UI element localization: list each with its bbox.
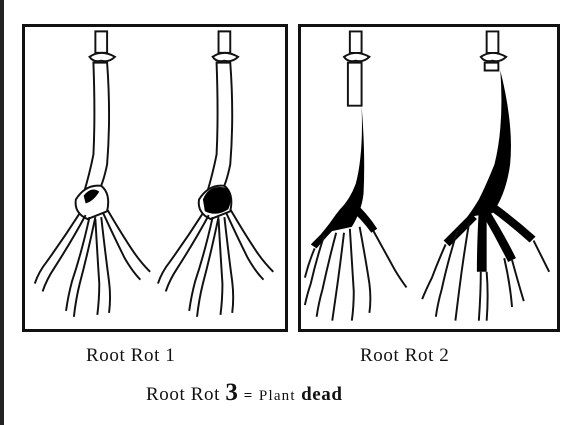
- root-rot-1-illustration: [25, 27, 285, 329]
- plant-left: [305, 31, 407, 320]
- caption-root-rot-1: Root Rot 1: [86, 345, 175, 367]
- caption-plant-word: Plant: [259, 388, 296, 404]
- caption-root-rot-2: Root Rot 2: [360, 345, 449, 367]
- caption-equals-sign: =: [244, 388, 254, 404]
- root-rot-2-illustration: [301, 27, 557, 329]
- plant-left: [35, 31, 150, 316]
- caption-root-rot-3-number: 3: [225, 379, 238, 406]
- caption-root-rot-3-prefix: Root Rot: [146, 384, 220, 405]
- caption-root-rot-3: Root Rot 3 = Plant dead: [146, 379, 343, 407]
- plant-right: [158, 31, 273, 316]
- panel-root-rot-1: [22, 24, 288, 332]
- caption-dead-word: dead: [301, 384, 342, 405]
- left-margin-rule: [0, 0, 4, 425]
- plant-right: [422, 31, 549, 320]
- panel-root-rot-2: [298, 24, 560, 332]
